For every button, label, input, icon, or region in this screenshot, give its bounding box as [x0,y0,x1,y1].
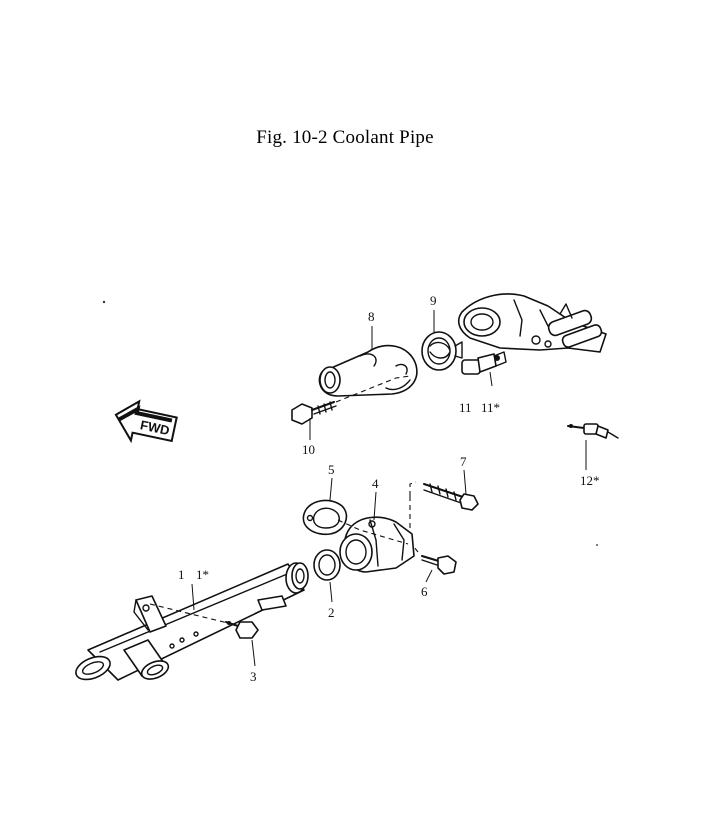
callout-7: 7 [460,454,467,469]
speck [102,300,106,304]
callout-1: 1 [178,567,185,582]
leader-lines [191,310,587,667]
part-10-bolt [291,401,337,425]
callout-6: 6 [421,584,428,599]
callout-8: 8 [368,309,375,324]
figure-title: Fig. 10-2 Coolant Pipe [256,127,434,148]
part-8-outlet-elbow [318,344,418,397]
callout-11-star: 11* [481,400,500,415]
callout-2: 2 [328,605,335,620]
speck [596,544,598,546]
callout-5: 5 [328,462,335,477]
fwd-arrow-icon: FWD [114,399,178,444]
part-2-o-ring [313,549,341,581]
callout-4: 4 [372,476,379,491]
callout-11: 11 [459,400,472,415]
part-6-bolt [421,555,457,575]
callout-9: 9 [430,293,437,308]
part-7-long-bolt [423,483,479,511]
part-1-coolant-pipe [75,562,309,681]
callout-1-star: 1* [196,567,209,582]
part-4-inlet-housing [339,516,415,573]
callout-12-star: 12* [580,473,600,488]
callout-3: 3 [250,669,257,684]
part-9-thermostat [421,331,463,371]
fwd-label: FWD [139,417,171,438]
callout-10: 10 [302,442,315,457]
part-11-sensor [461,351,507,375]
part-5-gasket [302,499,348,536]
part-12-sensor [567,423,619,439]
housing-casting [457,293,607,353]
